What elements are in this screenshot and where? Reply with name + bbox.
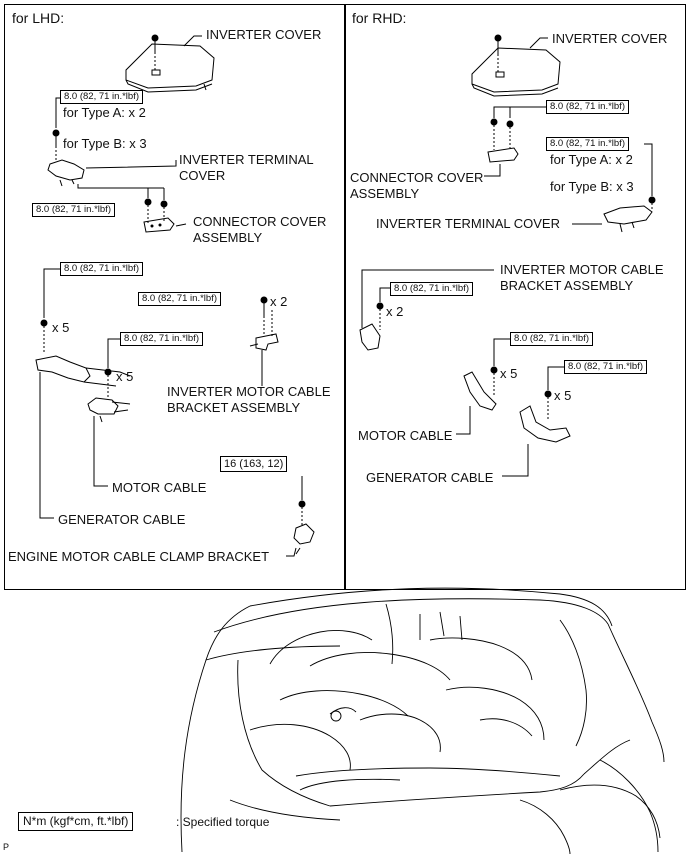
lhd-terminal-bolt	[52, 129, 60, 160]
lhd-motor-bracket-label-2: BRACKET ASSEMBLY	[167, 400, 301, 415]
rhd-generator-cable-label: GENERATOR CABLE	[366, 470, 494, 485]
rhd-bracket-torque: 8.0 (82, 71 in.*lbf)	[390, 282, 473, 296]
lhd-motor-bolt	[104, 338, 120, 398]
lhd-bracket-qty: x 2	[270, 294, 288, 309]
lhd-header: for LHD:	[12, 10, 65, 26]
rhd-connector-cover-art	[487, 147, 519, 163]
lhd-connector-cover-art	[143, 217, 175, 233]
legend-description: : Specified torque	[176, 815, 270, 829]
rhd-generator-bolt	[544, 366, 564, 420]
lhd-motor-qty: x 5	[116, 369, 134, 384]
lhd-cover-torque-leader	[55, 97, 60, 128]
rhd-motor-bracket-label-2: BRACKET ASSEMBLY	[500, 278, 634, 293]
lhd-connector-leader	[175, 223, 187, 227]
rhd-bracket-qty: x 2	[386, 304, 404, 319]
rhd-header: for RHD:	[352, 10, 407, 26]
rhd-cover-bolt	[494, 34, 502, 74]
lhd-type-b: for Type B: x 3	[63, 136, 147, 151]
lhd-generator-cable-art	[35, 355, 131, 387]
lhd-cover-bolt	[151, 34, 159, 72]
rhd-terminal-cover-label: INVERTER TERMINAL COVER	[376, 216, 560, 231]
lhd-inverter-cover-art	[125, 43, 215, 93]
rhd-motor-bolt	[490, 338, 510, 396]
lhd-clamp-bolt	[298, 476, 306, 526]
rhd-inverter-cover-art	[471, 47, 561, 97]
rhd-connector-torque: 8.0 (82, 71 in.*lbf)	[546, 100, 629, 114]
rhd-bracket-art	[359, 269, 494, 351]
lhd-clamp-art	[293, 523, 315, 555]
rhd-motor-cable-art	[463, 371, 497, 411]
rhd-motor-callout	[456, 406, 471, 435]
lhd-type-a: for Type A: x 2	[63, 105, 146, 120]
lhd-cover-torque: 8.0 (82, 71 in.*lbf)	[60, 90, 143, 104]
lhd-connector-label-2: ASSEMBLY	[193, 230, 263, 245]
lhd-connector-torque: 8.0 (82, 71 in.*lbf)	[32, 203, 115, 217]
rhd-cover-leader	[529, 37, 548, 49]
lhd-terminal-leader	[85, 160, 177, 169]
rhd-motor-torque: 8.0 (82, 71 in.*lbf)	[510, 332, 593, 346]
lhd-bracket-art	[249, 333, 279, 351]
panel-divider	[344, 4, 346, 590]
rhd-terminal-bolt	[644, 143, 656, 210]
lhd-motor-cable-art	[87, 397, 131, 423]
rhd-motor-qty: x 5	[500, 366, 518, 381]
lhd-engine-clamp-label: ENGINE MOTOR CABLE CLAMP BRACKET	[8, 549, 270, 564]
vehicle-engine-bay-sketch	[180, 587, 665, 854]
lhd-bracket-torque: 8.0 (82, 71 in.*lbf)	[138, 292, 221, 306]
lhd-terminal-cover-art	[47, 159, 85, 187]
lhd-generator-qty: x 5	[52, 320, 70, 335]
lhd-generator-callout	[39, 372, 54, 519]
rhd-connector-bolts	[490, 106, 546, 150]
rhd-generator-qty: x 5	[554, 388, 572, 403]
rhd-connector-label-2: ASSEMBLY	[350, 186, 420, 201]
lhd-clamp-torque: 16 (163, 12)	[220, 456, 288, 472]
rhd-generator-cable-art	[519, 405, 571, 443]
rhd-generator-torque: 8.0 (82, 71 in.*lbf)	[564, 360, 647, 374]
lhd-bracket-bolts	[260, 296, 273, 336]
rhd-motor-cable-label: MOTOR CABLE	[358, 428, 453, 443]
lhd-generator-leader	[40, 268, 60, 352]
rhd-generator-callout	[502, 444, 529, 477]
rhd-motor-bracket-label-1: INVERTER MOTOR CABLE	[500, 262, 664, 277]
rhd-connector-label-1: CONNECTOR COVER	[350, 170, 484, 185]
lhd-clamp-callout	[286, 547, 297, 557]
lhd-terminal-cover-label-1: INVERTER TERMINAL	[179, 152, 314, 167]
lhd-connector-bolts	[77, 184, 168, 224]
rhd-terminal-torque: 8.0 (82, 71 in.*lbf)	[546, 137, 629, 151]
corner-mark: P	[3, 842, 10, 852]
rhd-terminal-cover-art	[603, 205, 653, 233]
lhd-inverter-cover-label: INVERTER COVER	[206, 27, 322, 42]
lhd-motor-callout	[93, 416, 108, 487]
lhd-terminal-cover-label-2: COVER	[179, 168, 226, 183]
legend-unit-box: N*m (kgf*cm, ft.*lbf)	[18, 812, 134, 831]
lhd-generator-torque: 8.0 (82, 71 in.*lbf)	[60, 262, 143, 276]
lhd-cover-leader	[183, 35, 202, 47]
rhd-inverter-cover-label: INVERTER COVER	[552, 31, 668, 46]
lhd-motor-torque: 8.0 (82, 71 in.*lbf)	[120, 332, 203, 346]
rhd-connector-callout	[484, 164, 501, 177]
lhd-motor-bracket-label-1: INVERTER MOTOR CABLE	[167, 384, 331, 399]
lhd-motor-cable-label: MOTOR CABLE	[112, 480, 207, 495]
rhd-type-b: for Type B: x 3	[550, 179, 634, 194]
rhd-type-a: for Type A: x 2	[550, 152, 633, 167]
lhd-connector-label-1: CONNECTOR COVER	[193, 214, 327, 229]
lhd-generator-cable-label: GENERATOR CABLE	[58, 512, 186, 527]
